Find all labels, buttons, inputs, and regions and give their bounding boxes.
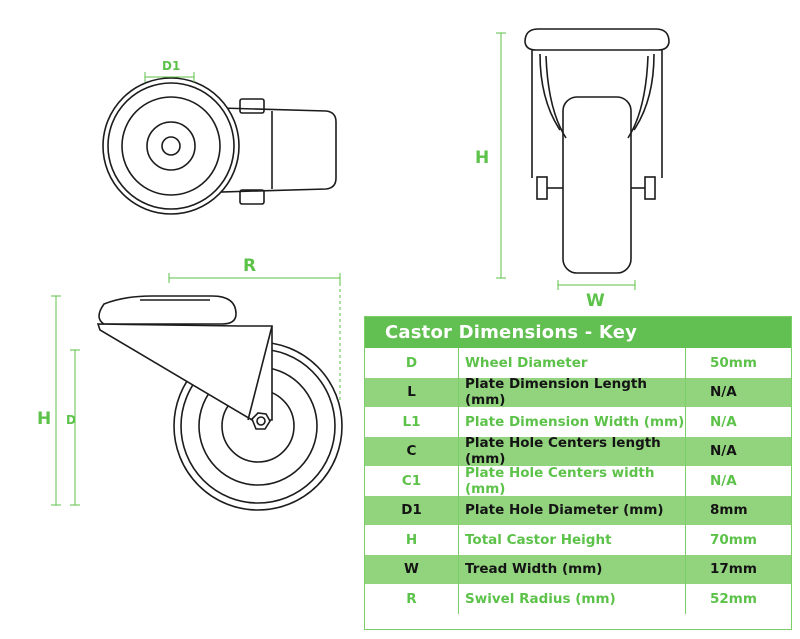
row-code: C1 — [401, 472, 422, 489]
front-view-drawing — [524, 28, 670, 274]
row-value: N/A — [710, 443, 737, 460]
table-row: H Total Castor Height 70mm — [365, 525, 791, 555]
row-code: L — [407, 384, 416, 401]
table-row: L Plate Dimension Length (mm) N/A — [365, 376, 791, 408]
table-row: L1 Plate Dimension Width (mm) N/A — [365, 407, 791, 437]
swivel-radius-label: R — [243, 256, 256, 276]
table-row: C1 Plate Hole Centers width (mm) N/A — [365, 465, 791, 497]
row-description: Plate Hole Centers width (mm) — [458, 465, 686, 497]
dimension-lines — [51, 32, 636, 506]
side-height-label: H — [37, 409, 51, 429]
table-row: D Wheel Diameter 50mm — [365, 348, 791, 378]
row-code: R — [406, 590, 417, 607]
row-code: C — [406, 443, 417, 460]
row-code: D1 — [401, 502, 422, 519]
row-description: Plate Hole Diameter (mm) — [458, 495, 686, 525]
row-description: Plate Dimension Width (mm) — [458, 407, 686, 437]
table-row: R Swivel Radius (mm) 52mm — [365, 584, 791, 614]
row-value: 52mm — [710, 590, 757, 607]
table-row: C Plate Hole Centers length (mm) N/A — [365, 435, 791, 467]
top-view-drawing — [102, 77, 337, 215]
wheel-diameter-label: D — [66, 413, 76, 427]
row-description: Plate Hole Centers length (mm) — [458, 435, 686, 467]
row-value: 8mm — [710, 502, 748, 519]
castor-dimensions-table: Castor Dimensions - Key D Wheel Diameter 5… — [364, 316, 792, 630]
side-view-drawing — [96, 295, 343, 511]
row-description: Swivel Radius (mm) — [458, 584, 686, 614]
table-row: D1 Plate Hole Diameter (mm) 8mm — [365, 495, 791, 525]
row-description: Wheel Diameter — [458, 348, 686, 378]
front-height-label: H — [475, 148, 489, 168]
row-value: N/A — [710, 472, 737, 489]
row-code: H — [405, 531, 418, 548]
table-row: W Tread Width (mm) 17mm — [365, 554, 791, 584]
table-title: Castor Dimensions - Key — [365, 317, 791, 348]
row-description: Total Castor Height — [458, 525, 686, 555]
row-value: N/A — [710, 384, 737, 401]
row-value: 17mm — [710, 561, 757, 578]
row-code: W — [404, 561, 419, 578]
d1-label: D1 — [162, 59, 180, 73]
row-value: 70mm — [710, 531, 757, 548]
tread-width-label: W — [586, 291, 605, 311]
row-description: Plate Dimension Length (mm) — [458, 376, 686, 408]
row-code: D — [405, 354, 418, 371]
row-value: N/A — [710, 413, 737, 430]
row-code: L1 — [402, 413, 421, 430]
row-description: Tread Width (mm) — [458, 554, 686, 584]
row-value: 50mm — [710, 354, 757, 371]
